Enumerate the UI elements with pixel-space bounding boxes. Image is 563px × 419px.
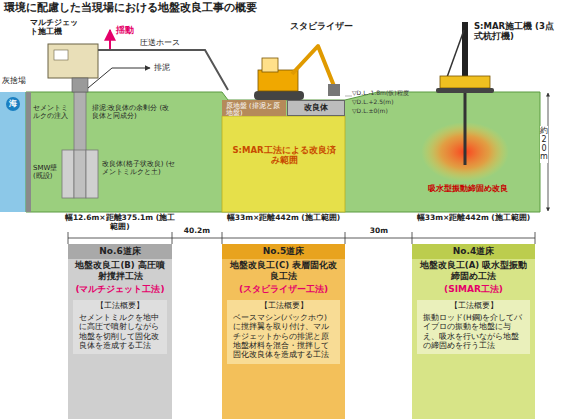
pressure-hose [98, 50, 228, 90]
level-line [345, 96, 352, 97]
panel-body: 振動ロッド(H鋼)を介してバイブロの振動を地盤に与え、吸水を行いながら地盤の締固… [417, 312, 530, 355]
dimension-label: 幅12.6m×距離375.1m (施工範囲) [64, 214, 176, 231]
smw-wall [26, 92, 31, 212]
improved-area [222, 116, 345, 212]
swing-arrow [109, 30, 111, 50]
rig-track [436, 88, 494, 93]
excavator-cab [262, 58, 278, 72]
panel-body: ベースマシン(バックホウ)に撹拌翼を取り付け、マルチジェットからの排泥と原地盤材… [227, 312, 340, 364]
section-heading: 【工法概要】 [73, 300, 167, 312]
slurry-arrow [88, 68, 150, 88]
excavator-track [254, 91, 304, 100]
dimension-label: 幅33m×距離442m (施工範囲) [410, 214, 537, 223]
machine-panel [54, 50, 68, 60]
rig-body [440, 76, 490, 88]
section-heading: 【工法概要】 [227, 300, 340, 312]
lattice-body [62, 150, 74, 198]
sea-badge: 海 [6, 97, 20, 111]
width-dimensions [68, 232, 535, 244]
method-name: (スタビライザー工法) [222, 283, 345, 296]
body-label: 改良体(格子状改良) (セメントミルクと土) [102, 160, 178, 176]
ground-label: 原地盤 (排泥と原地盤) [226, 103, 286, 118]
slurry-label: 排泥 [154, 63, 184, 72]
dimension-label: 30m [356, 227, 402, 236]
mixing-blade [328, 84, 340, 96]
box-label: 改良体 [288, 101, 344, 115]
panel-number: No.6道床 [68, 244, 172, 259]
lattice-body [74, 150, 86, 198]
ground [26, 92, 540, 212]
depth-label: 約20m [540, 126, 548, 163]
method-panel: No.5道床地盤改良工(C) 表層固化改良工法(スタビライザー工法) 【工法概要】… [222, 244, 345, 419]
note-label: セメントミルクの注入 [33, 104, 71, 120]
section-heading: 【工法概要】 [417, 300, 530, 312]
machine-label: マルチジェット施工機 [30, 18, 84, 36]
panel-title: 地盤改良工(C) 表層固化改良工法 [222, 259, 345, 282]
dimension-label: 幅33m×距離442m (施工範囲) [220, 214, 347, 223]
panel-title: 地盤改良工(B) 高圧噴射撹拌工法 [68, 259, 172, 282]
place-label: 灰捨場 [2, 76, 42, 85]
panel-number: No.4道床 [412, 244, 535, 259]
method-panel: No.4道床地盤改良工(A) 吸水型振動締固め工法(SIMAR工法) 【工法概要】… [412, 244, 535, 419]
lattice-body [86, 150, 98, 198]
method-panel: No.6道床地盤改良工(B) 高圧噴射撹拌工法(マルチジェット工法) 【工法概要】… [68, 244, 172, 419]
panel-title: 地盤改良工(A) 吸水型振動締固め工法 [412, 259, 535, 282]
rig-stay [446, 30, 464, 80]
level-label: ▽D.L.+2.5(m) [352, 99, 412, 106]
motion-label: 揺動 [116, 26, 146, 36]
level-label: ▽D.L.±0(m) [352, 108, 412, 115]
panel-body: セメントミルクを地中に高圧で噴射しながら地盤を切削して固化改良体を造成する工法 [73, 312, 167, 355]
wall-label: SMW壁 (既設) [33, 164, 61, 180]
note-label: 排泥:改良体の余剰分 (改良体と同成分) [92, 104, 172, 120]
hose-label: 圧送ホース [140, 38, 200, 47]
machine-label: スタビライザー [290, 22, 360, 32]
panel-number: No.5道床 [222, 244, 345, 259]
dimension-label: 40.2m [176, 227, 218, 236]
sea [0, 92, 26, 212]
area-label: S:MAR工法による改良済み範囲 [232, 146, 336, 166]
title: 環境に配慮した当現場における地盤改良工事の概要 [4, 2, 257, 15]
improved-body-box: 改良体 [287, 100, 345, 116]
machine-label: S:MAR施工機 (3点式杭打機) [474, 22, 560, 42]
method-name: (SIMAR工法) [412, 283, 535, 296]
multijet-machine [48, 44, 98, 78]
vibro-rod [464, 92, 467, 165]
jet-rod [74, 92, 86, 152]
method-name: (マルチジェット工法) [68, 283, 172, 296]
zone-label: 吸水型振動締固め改良 [418, 184, 518, 193]
excavator-boom [292, 46, 334, 86]
machine-base [72, 78, 88, 92]
level-label: ▽D.L.-1.8m(仮)程度 [352, 90, 432, 97]
